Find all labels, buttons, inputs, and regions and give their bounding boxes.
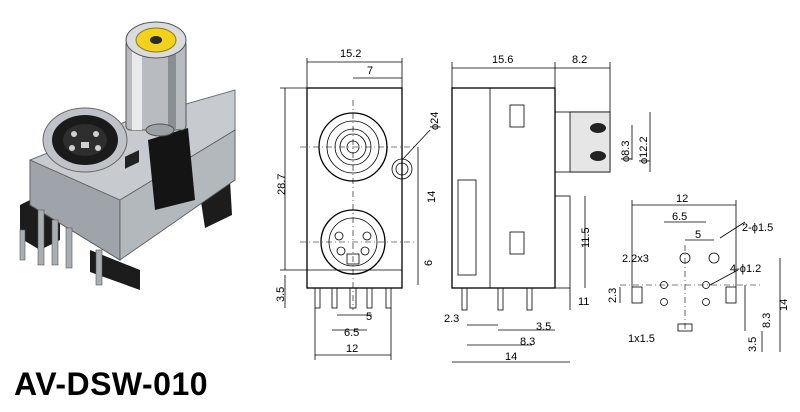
side-dia-outer: ϕ12.2 (638, 136, 650, 164)
pcb-width-12: 12 (676, 193, 688, 205)
product-photo (19, 21, 236, 290)
front-width: 15.2 (340, 48, 361, 60)
dimension-labels: 15.2 7 28.7 3.5 ϕ24 14 6 5 6.5 12 15.6 8… (275, 48, 790, 363)
front-spacing-14: 14 (426, 191, 438, 203)
side-depth: 15.6 (492, 54, 513, 66)
side-dim-2-3: 2.3 (444, 313, 459, 325)
pcb-layout (619, 200, 781, 352)
side-height-11-5: 11.5 (580, 227, 592, 248)
pcb-dim-3-5: 3.5 (747, 337, 759, 352)
side-dim-3-5: 3.5 (536, 321, 551, 333)
side-extend: 8.2 (572, 54, 587, 66)
pcb-dim-8-3: 8.3 (761, 313, 773, 328)
side-dim-11: 11 (578, 296, 589, 308)
pcb-holes-1-5: 2-ϕ1.5 (742, 222, 773, 234)
pcb-dim-14: 14 (778, 299, 790, 311)
front-bottom-12: 12 (346, 343, 358, 355)
pcb-dim-2-3: 2.3 (607, 288, 619, 303)
side-bottom-14: 14 (505, 351, 517, 363)
front-pin-6-5: 6.5 (344, 327, 359, 339)
front-height: 28.7 (276, 174, 288, 195)
side-dim-8-3: 8.3 (520, 336, 535, 348)
pcb-dim-6-5: 6.5 (672, 211, 687, 223)
front-rca-dia: ϕ24 (429, 112, 441, 130)
side-view (451, 62, 651, 363)
front-spacing-6: 6 (423, 260, 435, 266)
front-offset: 7 (367, 65, 373, 77)
pcb-slot-2-2x3: 2.2x3 (622, 253, 649, 265)
pcb-holes-1-2: 4-ϕ1.2 (730, 263, 761, 275)
front-pin-length: 3.5 (275, 287, 287, 302)
pcb-slot-1x1-5: 1x1.5 (628, 333, 655, 345)
model-name: AV-DSW-010 (14, 366, 209, 402)
front-pin-5: 5 (366, 311, 372, 323)
pcb-dim-5: 5 (695, 229, 701, 241)
front-view (280, 58, 431, 360)
side-dia-inner: ϕ8.3 (620, 141, 632, 162)
